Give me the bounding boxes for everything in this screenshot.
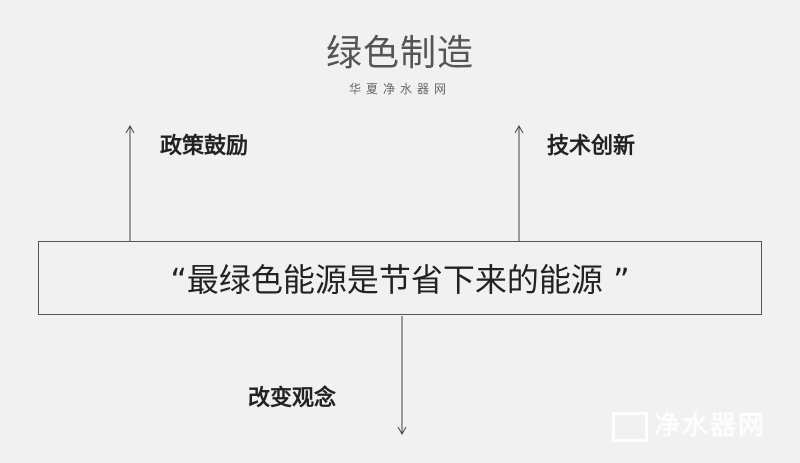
subtitle: 华夏净水器网 bbox=[348, 82, 451, 96]
page-title: 绿色制造 bbox=[325, 33, 474, 74]
center-box: “最绿色能源是节省下来的能源 ” bbox=[38, 241, 762, 315]
label-tech: 技术创新 bbox=[547, 134, 636, 159]
label-policy: 政策鼓励 bbox=[160, 134, 249, 159]
watermark: 净水器网 bbox=[612, 405, 766, 442]
label-mindset: 改变观念 bbox=[248, 386, 337, 411]
center-quote: “最绿色能源是节省下来的能源 ” bbox=[170, 261, 630, 299]
watermark-logo-icon bbox=[612, 411, 648, 442]
